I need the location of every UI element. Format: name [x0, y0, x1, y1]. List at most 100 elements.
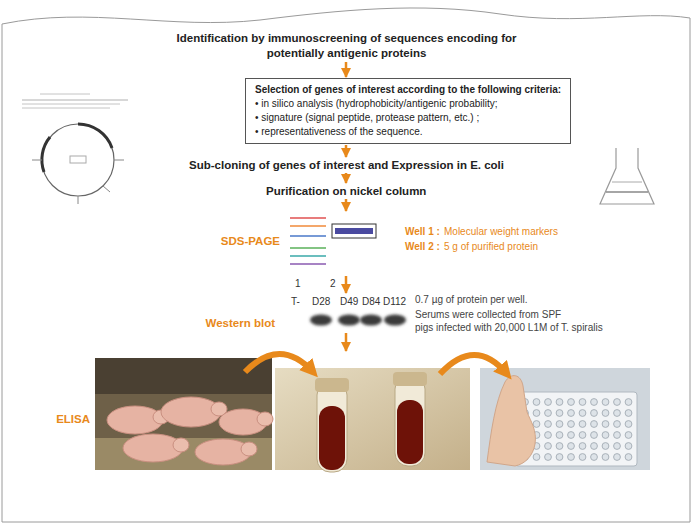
plate-well: [625, 410, 632, 417]
flask-liquid: [612, 182, 642, 183]
plate-well: [579, 399, 586, 406]
photo-wall: [95, 358, 272, 394]
step-label: Identification by immunoscreening of seq…: [175, 31, 518, 61]
protein-band: [335, 228, 373, 234]
plate-well: [533, 454, 540, 461]
plate-well: [556, 432, 563, 439]
flow-arrow: [245, 354, 313, 372]
criteria-bullet: • signature (signal peptide, protease pa…: [255, 111, 561, 125]
fine-print: [22, 104, 120, 105]
plate-well: [614, 443, 621, 450]
flow-arrow: [345, 333, 348, 351]
plate-well: [568, 432, 575, 439]
blot-band: [384, 315, 406, 326]
plate-well: [614, 454, 621, 461]
tube: [317, 382, 347, 472]
blot-band: [310, 315, 332, 326]
flask-liquid: [606, 191, 648, 193]
photo-ground: [275, 368, 470, 470]
step-text: Purification on nickel column: [266, 184, 426, 198]
step-text: Sub-cloning of genes of interest and Exp…: [189, 158, 504, 172]
criteria-box: Selection of genes of interest according…: [245, 78, 571, 144]
flow-arrow: [345, 199, 348, 211]
plasmid-core: [70, 156, 86, 163]
plate-well: [579, 432, 586, 439]
plate-well: [625, 443, 632, 450]
lane-label: D112: [383, 296, 406, 308]
plasmid-tick: [78, 196, 79, 204]
well-key: Well 2 :: [405, 241, 440, 253]
plate-well: [625, 421, 632, 428]
torn-frame: [2, 8, 690, 522]
lane-number: 1: [295, 278, 301, 290]
blot-band: [360, 315, 382, 326]
plate-well: [591, 399, 598, 406]
plate-well: [545, 443, 552, 450]
plate-well: [602, 432, 609, 439]
plate-well: [614, 432, 621, 439]
marker-band: [290, 255, 326, 257]
lane-label: D28: [312, 296, 330, 308]
plate-well: [579, 421, 586, 428]
pig-head: [241, 442, 257, 456]
fine-print: [22, 100, 128, 101]
fine-print: [40, 94, 90, 95]
marker-band: [290, 217, 326, 219]
plate-well: [614, 410, 621, 417]
plate-well: [533, 410, 540, 417]
plate-well: [545, 454, 552, 461]
plate-well: [533, 399, 540, 406]
plate-well: [602, 410, 609, 417]
marker-band: [290, 247, 326, 249]
plate-well: [625, 454, 632, 461]
flow-arrow: [345, 276, 348, 293]
plate-well: [614, 399, 621, 406]
step-heading: SDS-PAGE: [221, 234, 280, 248]
blood: [319, 406, 345, 470]
photo-ground: [480, 368, 650, 470]
band-box: [332, 224, 376, 238]
marker-band: [290, 235, 326, 237]
criteria-bullet: • in silico analysis (hydrophobicity/ant…: [255, 97, 561, 111]
plate-well: [591, 410, 598, 417]
plasmid-tick: [114, 160, 124, 161]
plate-well: [591, 432, 598, 439]
plate-well: [556, 454, 563, 461]
plate-well: [579, 454, 586, 461]
plate-well: [625, 399, 632, 406]
plate-well: [591, 443, 598, 450]
flask-outline: [600, 148, 654, 204]
flow-arrow: [440, 355, 507, 374]
well-key: Well 1 :: [405, 226, 440, 238]
step-heading: Western blot: [206, 316, 275, 330]
step-label: Purification on nickel column: [266, 184, 426, 198]
plate-well: [545, 421, 552, 428]
elisa-panel: ELISA: [95, 352, 655, 472]
culture-flask: [600, 148, 654, 204]
plate-well: [556, 410, 563, 417]
box-heading: Selection of genes of interest according…: [255, 83, 561, 97]
plasmid-tick: [32, 160, 42, 161]
plate-well: [568, 443, 575, 450]
plate-photo: [480, 368, 650, 470]
pig-head: [257, 412, 273, 426]
plate-well: [568, 421, 575, 428]
plate-well: [545, 410, 552, 417]
plate-well: [556, 443, 563, 450]
fine-print: [22, 108, 110, 109]
plasmid-tick: [103, 186, 110, 192]
plate-well: [568, 399, 575, 406]
panel-illustration: [288, 212, 378, 275]
step-heading: ELISA: [56, 412, 90, 426]
plate-well: [602, 421, 609, 428]
plate-well: [579, 443, 586, 450]
step-text: Identification by immunoscreening of seq…: [175, 31, 518, 61]
plate-well: [579, 410, 586, 417]
marker-band: [290, 225, 326, 227]
plate-well: [545, 399, 552, 406]
plate-well: [568, 410, 575, 417]
well-note: Molecular weight markers: [444, 226, 558, 238]
plate-well: [591, 421, 598, 428]
blot-band: [338, 315, 360, 326]
plate-well: [591, 454, 598, 461]
